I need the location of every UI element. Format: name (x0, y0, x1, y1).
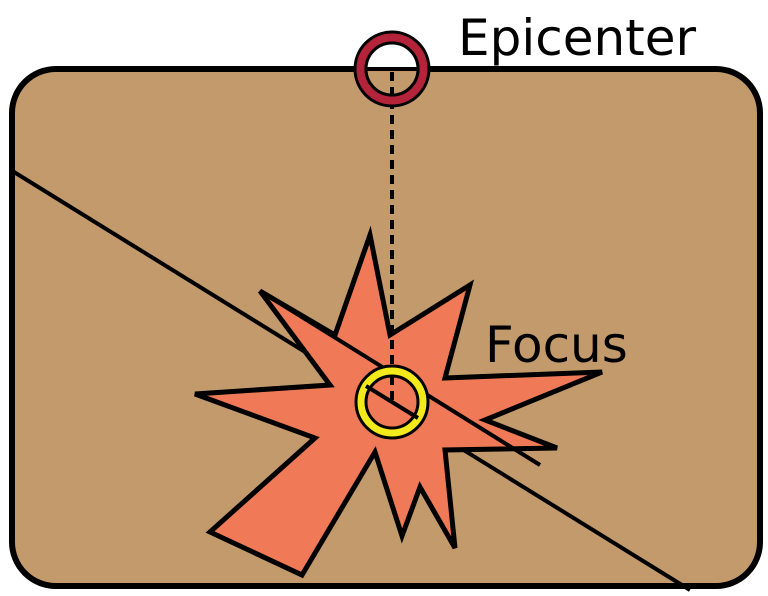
focus-label: Focus (485, 316, 628, 374)
epicenter-label: Epicenter (458, 9, 697, 67)
